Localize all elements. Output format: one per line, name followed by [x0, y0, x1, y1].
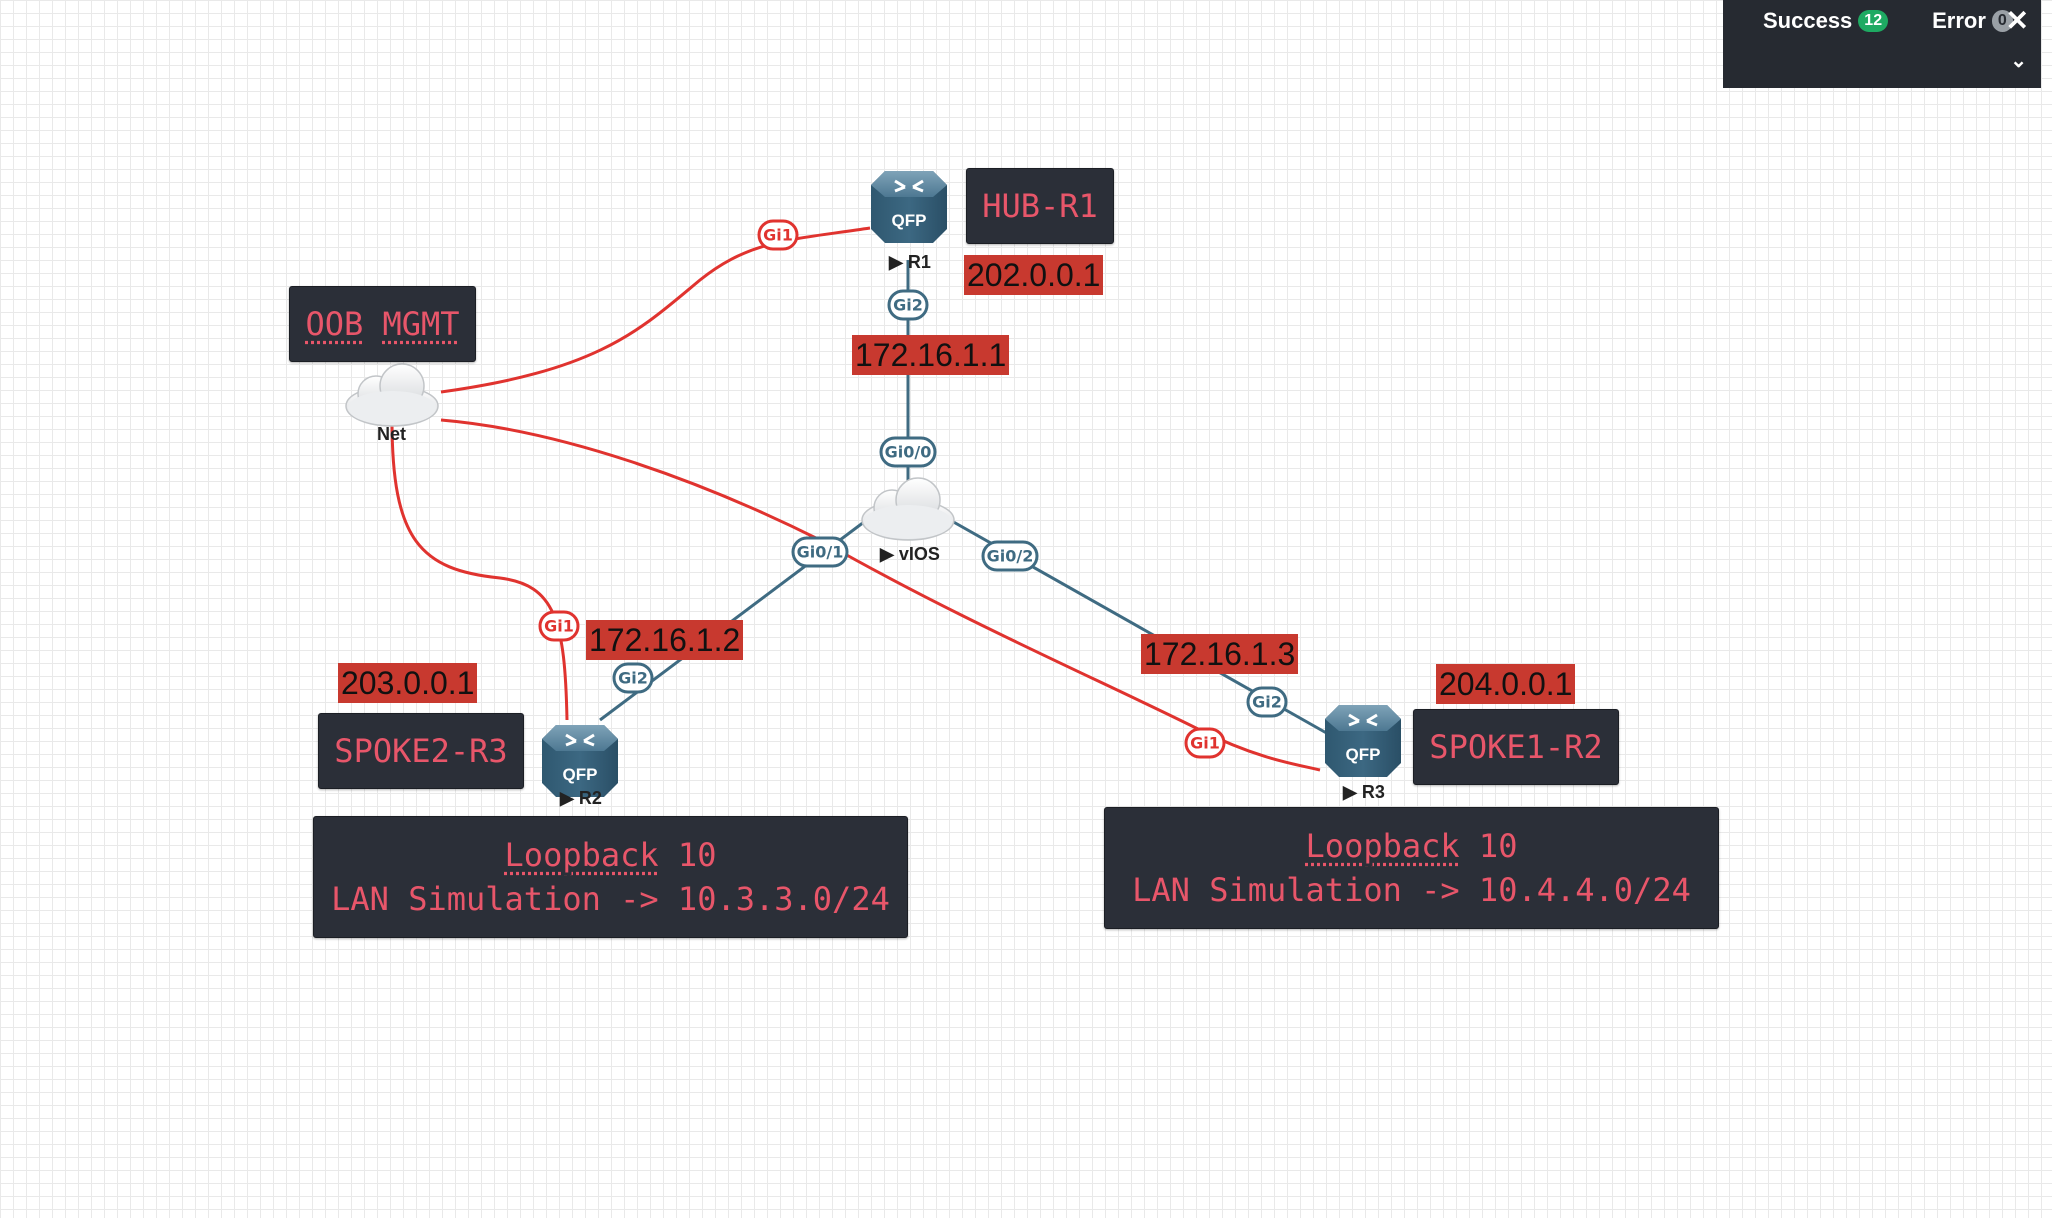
- annotation-loopback-r2[interactable]: Loopback 10 LAN Simulation -> 10.3.3.0/2…: [313, 816, 908, 938]
- loopback-number: 10: [1459, 827, 1518, 865]
- error-label: Error: [1932, 8, 1986, 33]
- node-label-net[interactable]: Net: [377, 424, 407, 444]
- annotation-oob-mgmt[interactable]: OOB MGMT: [289, 286, 476, 362]
- ip-tag-hub-public[interactable]: 202.0.0.1: [964, 255, 1104, 295]
- success-count-badge: 12: [1858, 10, 1889, 32]
- error-filter[interactable]: Error 0: [1932, 8, 2013, 34]
- qfp-chip-label: QFP: [1346, 745, 1381, 764]
- annotation-spoke1-r2[interactable]: SPOKE1-R2: [1413, 709, 1619, 785]
- notification-panel: Success 12 Error 0 ✕ ⌄: [1723, 0, 2041, 88]
- router-r3-icon[interactable]: QFP: [1323, 703, 1403, 779]
- net-cloud-icon[interactable]: [345, 363, 439, 427]
- port-r3-gi2[interactable]: Gi2: [1246, 686, 1288, 718]
- annotation-hub-r1[interactable]: HUB-R1: [966, 168, 1114, 244]
- error-count-badge: 0: [1991, 10, 2013, 32]
- port-r1-gi1[interactable]: Gi1: [757, 219, 799, 251]
- loopback-word: Loopback: [1305, 827, 1460, 865]
- mgmt-word: MGMT: [382, 305, 460, 343]
- port-r3-gi1[interactable]: Gi1: [1184, 727, 1226, 759]
- svg-text:Gi2: Gi2: [893, 296, 923, 315]
- vios-cloud-icon[interactable]: [861, 477, 955, 541]
- link-net-r1[interactable]: [440, 226, 871, 394]
- annotation-spoke2-r3[interactable]: SPOKE2-R3: [318, 713, 524, 789]
- router-r2-icon[interactable]: QFP: [540, 723, 620, 799]
- spoke1-label-text: SPOKE1-R2: [1429, 728, 1603, 766]
- svg-text:Gi2: Gi2: [618, 669, 648, 688]
- svg-text:Gi2: Gi2: [1252, 693, 1282, 712]
- lan-simulation-text: LAN Simulation -> 10.4.4.0/24: [1132, 871, 1691, 909]
- port-r2-gi1[interactable]: Gi1: [538, 610, 580, 642]
- qfp-chip-label: QFP: [892, 211, 927, 230]
- port-vios-gi00[interactable]: Gi0/0: [879, 436, 937, 468]
- ip-tag-r2-lan[interactable]: 172.16.1.2: [586, 620, 744, 660]
- success-filter[interactable]: Success 12: [1763, 8, 1889, 34]
- node-label-r1[interactable]: ▶ R1: [889, 252, 931, 272]
- port-vios-gi02[interactable]: Gi0/2: [981, 540, 1039, 572]
- svg-text:Gi1: Gi1: [1190, 734, 1220, 753]
- link-net-r3[interactable]: [440, 418, 1321, 772]
- router-r1-icon[interactable]: QFP: [869, 169, 949, 245]
- lan-simulation-text: LAN Simulation -> 10.3.3.0/24: [331, 880, 890, 918]
- node-label-vios[interactable]: ▶ vIOS: [880, 544, 940, 564]
- node-label-r3[interactable]: ▶ R3: [1343, 782, 1385, 802]
- chevron-down-icon[interactable]: ⌄: [2010, 50, 2027, 72]
- close-icon[interactable]: ✕: [2005, 5, 2029, 36]
- svg-text:Gi0/0: Gi0/0: [885, 443, 932, 462]
- annotation-loopback-r3[interactable]: Loopback 10 LAN Simulation -> 10.4.4.0/2…: [1104, 807, 1719, 929]
- spoke2-label-text: SPOKE2-R3: [334, 732, 508, 770]
- svg-text:Gi1: Gi1: [763, 226, 793, 245]
- node-label-r2[interactable]: ▶ R2: [560, 788, 602, 808]
- loopback-number: 10: [658, 836, 717, 874]
- port-r2-gi2[interactable]: Gi2: [612, 662, 654, 694]
- oob-word: OOB: [305, 305, 364, 343]
- svg-text:Gi0/1: Gi0/1: [797, 543, 844, 562]
- ip-tag-r3-lan[interactable]: 172.16.1.3: [1141, 634, 1299, 674]
- ip-tag-hub-lan[interactable]: 172.16.1.1: [852, 335, 1010, 375]
- ip-tag-r3-public[interactable]: 204.0.0.1: [1436, 664, 1576, 704]
- success-label: Success: [1763, 8, 1853, 33]
- svg-text:Gi1: Gi1: [544, 617, 574, 636]
- hub-label-text: HUB-R1: [982, 187, 1098, 225]
- loopback-word: Loopback: [504, 836, 659, 874]
- qfp-chip-label: QFP: [563, 765, 598, 784]
- svg-text:Gi0/2: Gi0/2: [987, 547, 1034, 566]
- ip-tag-r2-public[interactable]: 203.0.0.1: [338, 663, 478, 703]
- port-r1-gi2[interactable]: Gi2: [887, 289, 929, 321]
- port-vios-gi01[interactable]: Gi0/1: [791, 536, 849, 568]
